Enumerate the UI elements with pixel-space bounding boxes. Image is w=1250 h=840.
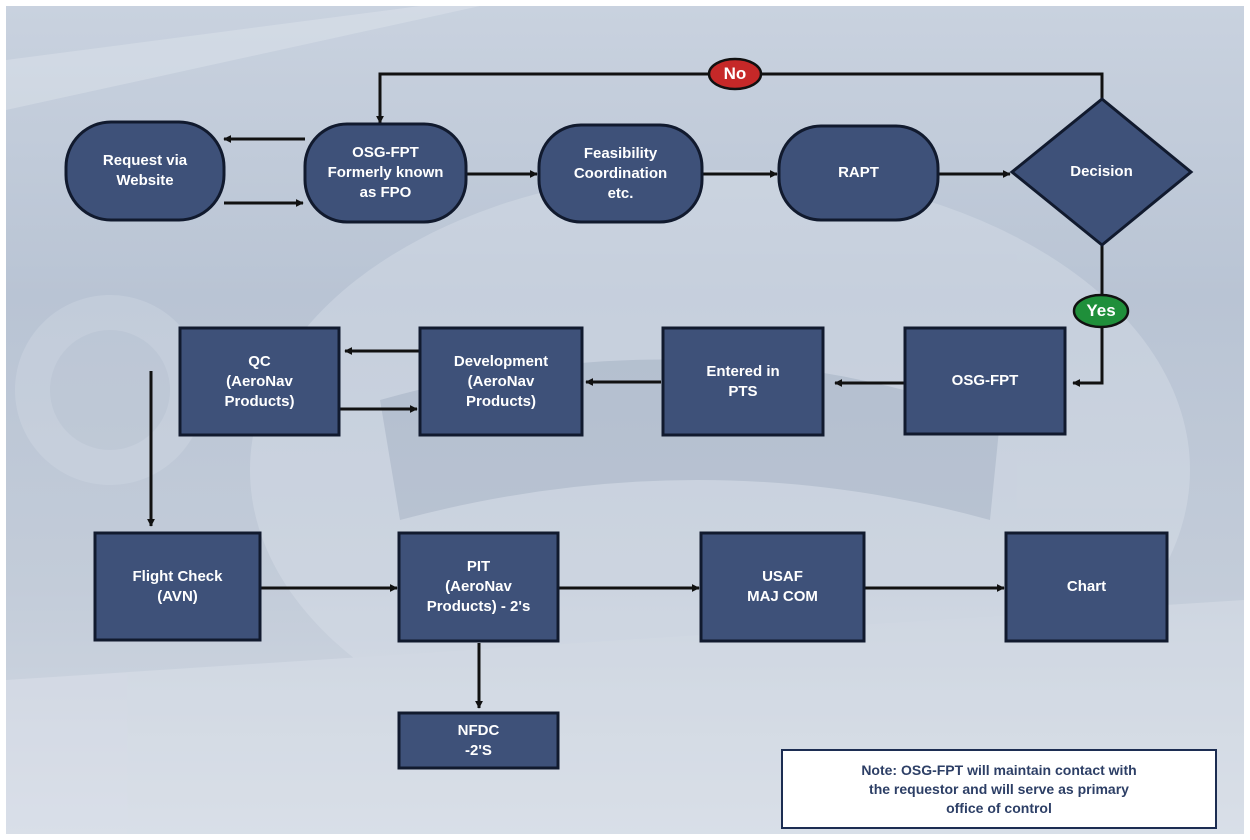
no-badge: [707, 57, 763, 91]
nodes: [64, 97, 1194, 770]
usaf-node-shape: [699, 531, 866, 643]
note-box: Note: OSG-FPT will maintain contact with…: [781, 749, 1217, 829]
feasibility-node-shape: [537, 123, 704, 224]
entered-node-shape: [661, 326, 825, 437]
qc-node-shape: [178, 326, 341, 437]
pit-node-shape: [397, 531, 560, 643]
yes-badge: [1072, 293, 1130, 329]
osg-fpt-mid-node-shape: [903, 326, 1067, 436]
rapt-node-shape: [777, 124, 940, 222]
request-node-shape: [64, 120, 226, 222]
flight-check-node-shape: [93, 531, 262, 642]
arrow-decision-yes: [1072, 245, 1104, 387]
development-node-shape: [418, 326, 584, 437]
nfdc-node-shape: [397, 711, 560, 770]
chart-node-shape: [1004, 531, 1169, 643]
osg-fpt-top-node-shape: [303, 122, 468, 224]
decision-node-shape: [1009, 97, 1194, 247]
